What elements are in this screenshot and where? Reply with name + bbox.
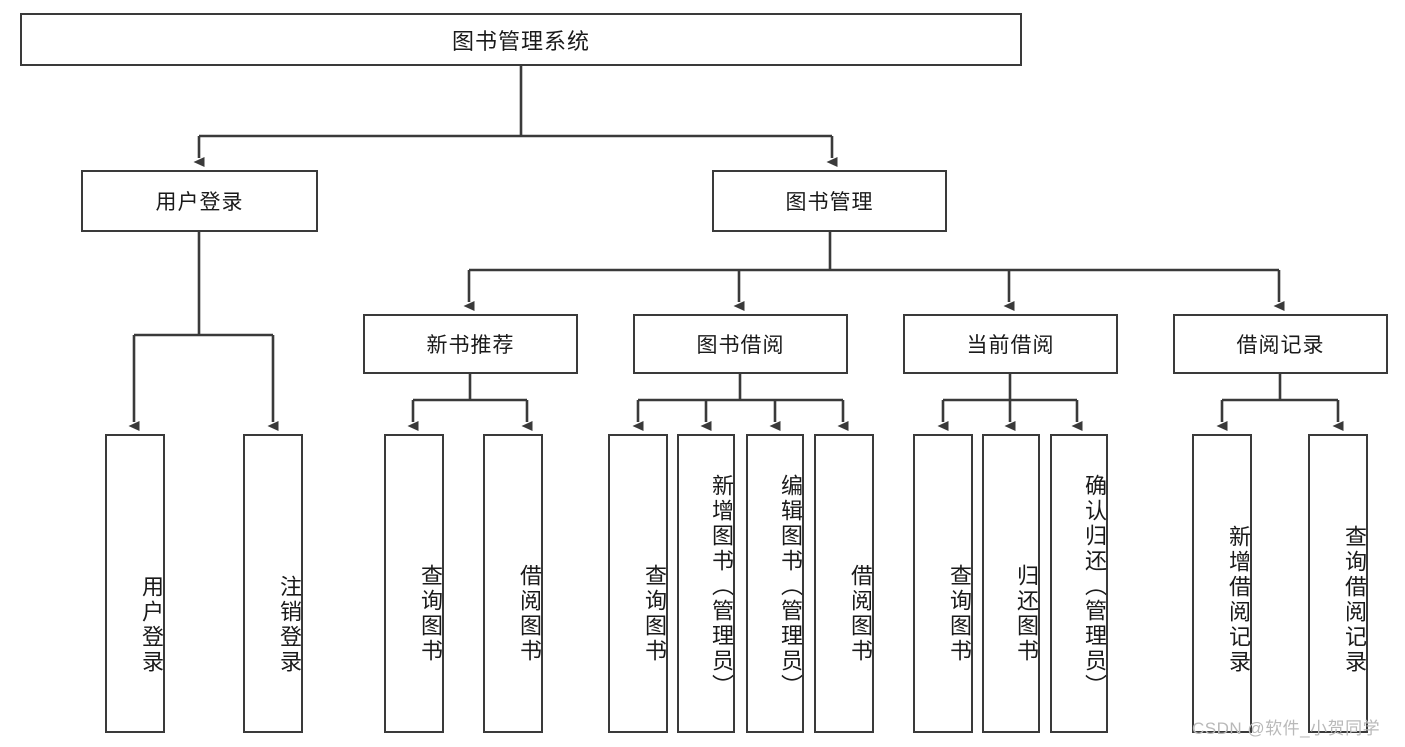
node-label: 新增图书（管理员） [709,474,734,699]
leaf-borrow-book-recommend[interactable]: 借阅图书 [483,434,543,733]
watermark-csdn: CSDN @软件_小贺同学 [1192,719,1381,738]
leaf-add-borrow-record[interactable]: 新增借阅记录 [1192,434,1252,733]
node-book-management[interactable]: 图书管理 [712,170,947,232]
leaf-query-book-current[interactable]: 查询图书 [913,434,973,733]
node-label: 图书借阅 [696,334,785,357]
node-label: 借阅图书 [848,563,873,664]
node-current-borrow[interactable]: 当前借阅 [903,314,1118,374]
leaf-edit-book-admin[interactable]: 编辑图书（管理员） [746,434,804,733]
node-root-book-management-system[interactable]: 图书管理系统 [20,13,1022,66]
node-label: 图书管理系统 [451,28,590,54]
leaf-return-book[interactable]: 归还图书 [982,434,1040,733]
node-new-book-recommend[interactable]: 新书推荐 [363,314,578,374]
node-borrow-record[interactable]: 借阅记录 [1173,314,1388,374]
node-label: 借阅图书 [517,563,542,664]
node-label: 确认归还（管理员） [1082,474,1107,699]
leaf-logout-login[interactable]: 注销登录 [243,434,303,733]
node-label: 注销登录 [277,574,302,675]
leaf-query-book-recommend[interactable]: 查询图书 [384,434,444,733]
node-label: 图书管理 [785,191,874,214]
node-label: 用户登录 [139,574,164,675]
node-label: 当前借阅 [966,334,1055,357]
node-label: 编辑图书（管理员） [778,474,803,699]
node-label: 借阅记录 [1236,334,1325,357]
node-label: 新增借阅记录 [1226,524,1251,675]
leaf-add-book-admin[interactable]: 新增图书（管理员） [677,434,735,733]
node-label: 查询图书 [418,563,443,664]
leaf-borrow-book[interactable]: 借阅图书 [814,434,874,733]
node-label: 查询借阅记录 [1342,524,1367,675]
node-label: 用户登录 [155,191,244,214]
node-user-login[interactable]: 用户登录 [81,170,318,232]
leaf-user-login[interactable]: 用户登录 [105,434,165,733]
node-label: 新书推荐 [426,334,515,357]
node-label: 查询图书 [642,563,667,664]
leaf-query-borrow-record[interactable]: 查询借阅记录 [1308,434,1368,733]
node-label: 查询图书 [947,563,972,664]
node-book-borrow[interactable]: 图书借阅 [633,314,848,374]
leaf-confirm-return-admin[interactable]: 确认归还（管理员） [1050,434,1108,733]
leaf-query-book-borrow[interactable]: 查询图书 [608,434,668,733]
node-label: 归还图书 [1014,563,1039,664]
